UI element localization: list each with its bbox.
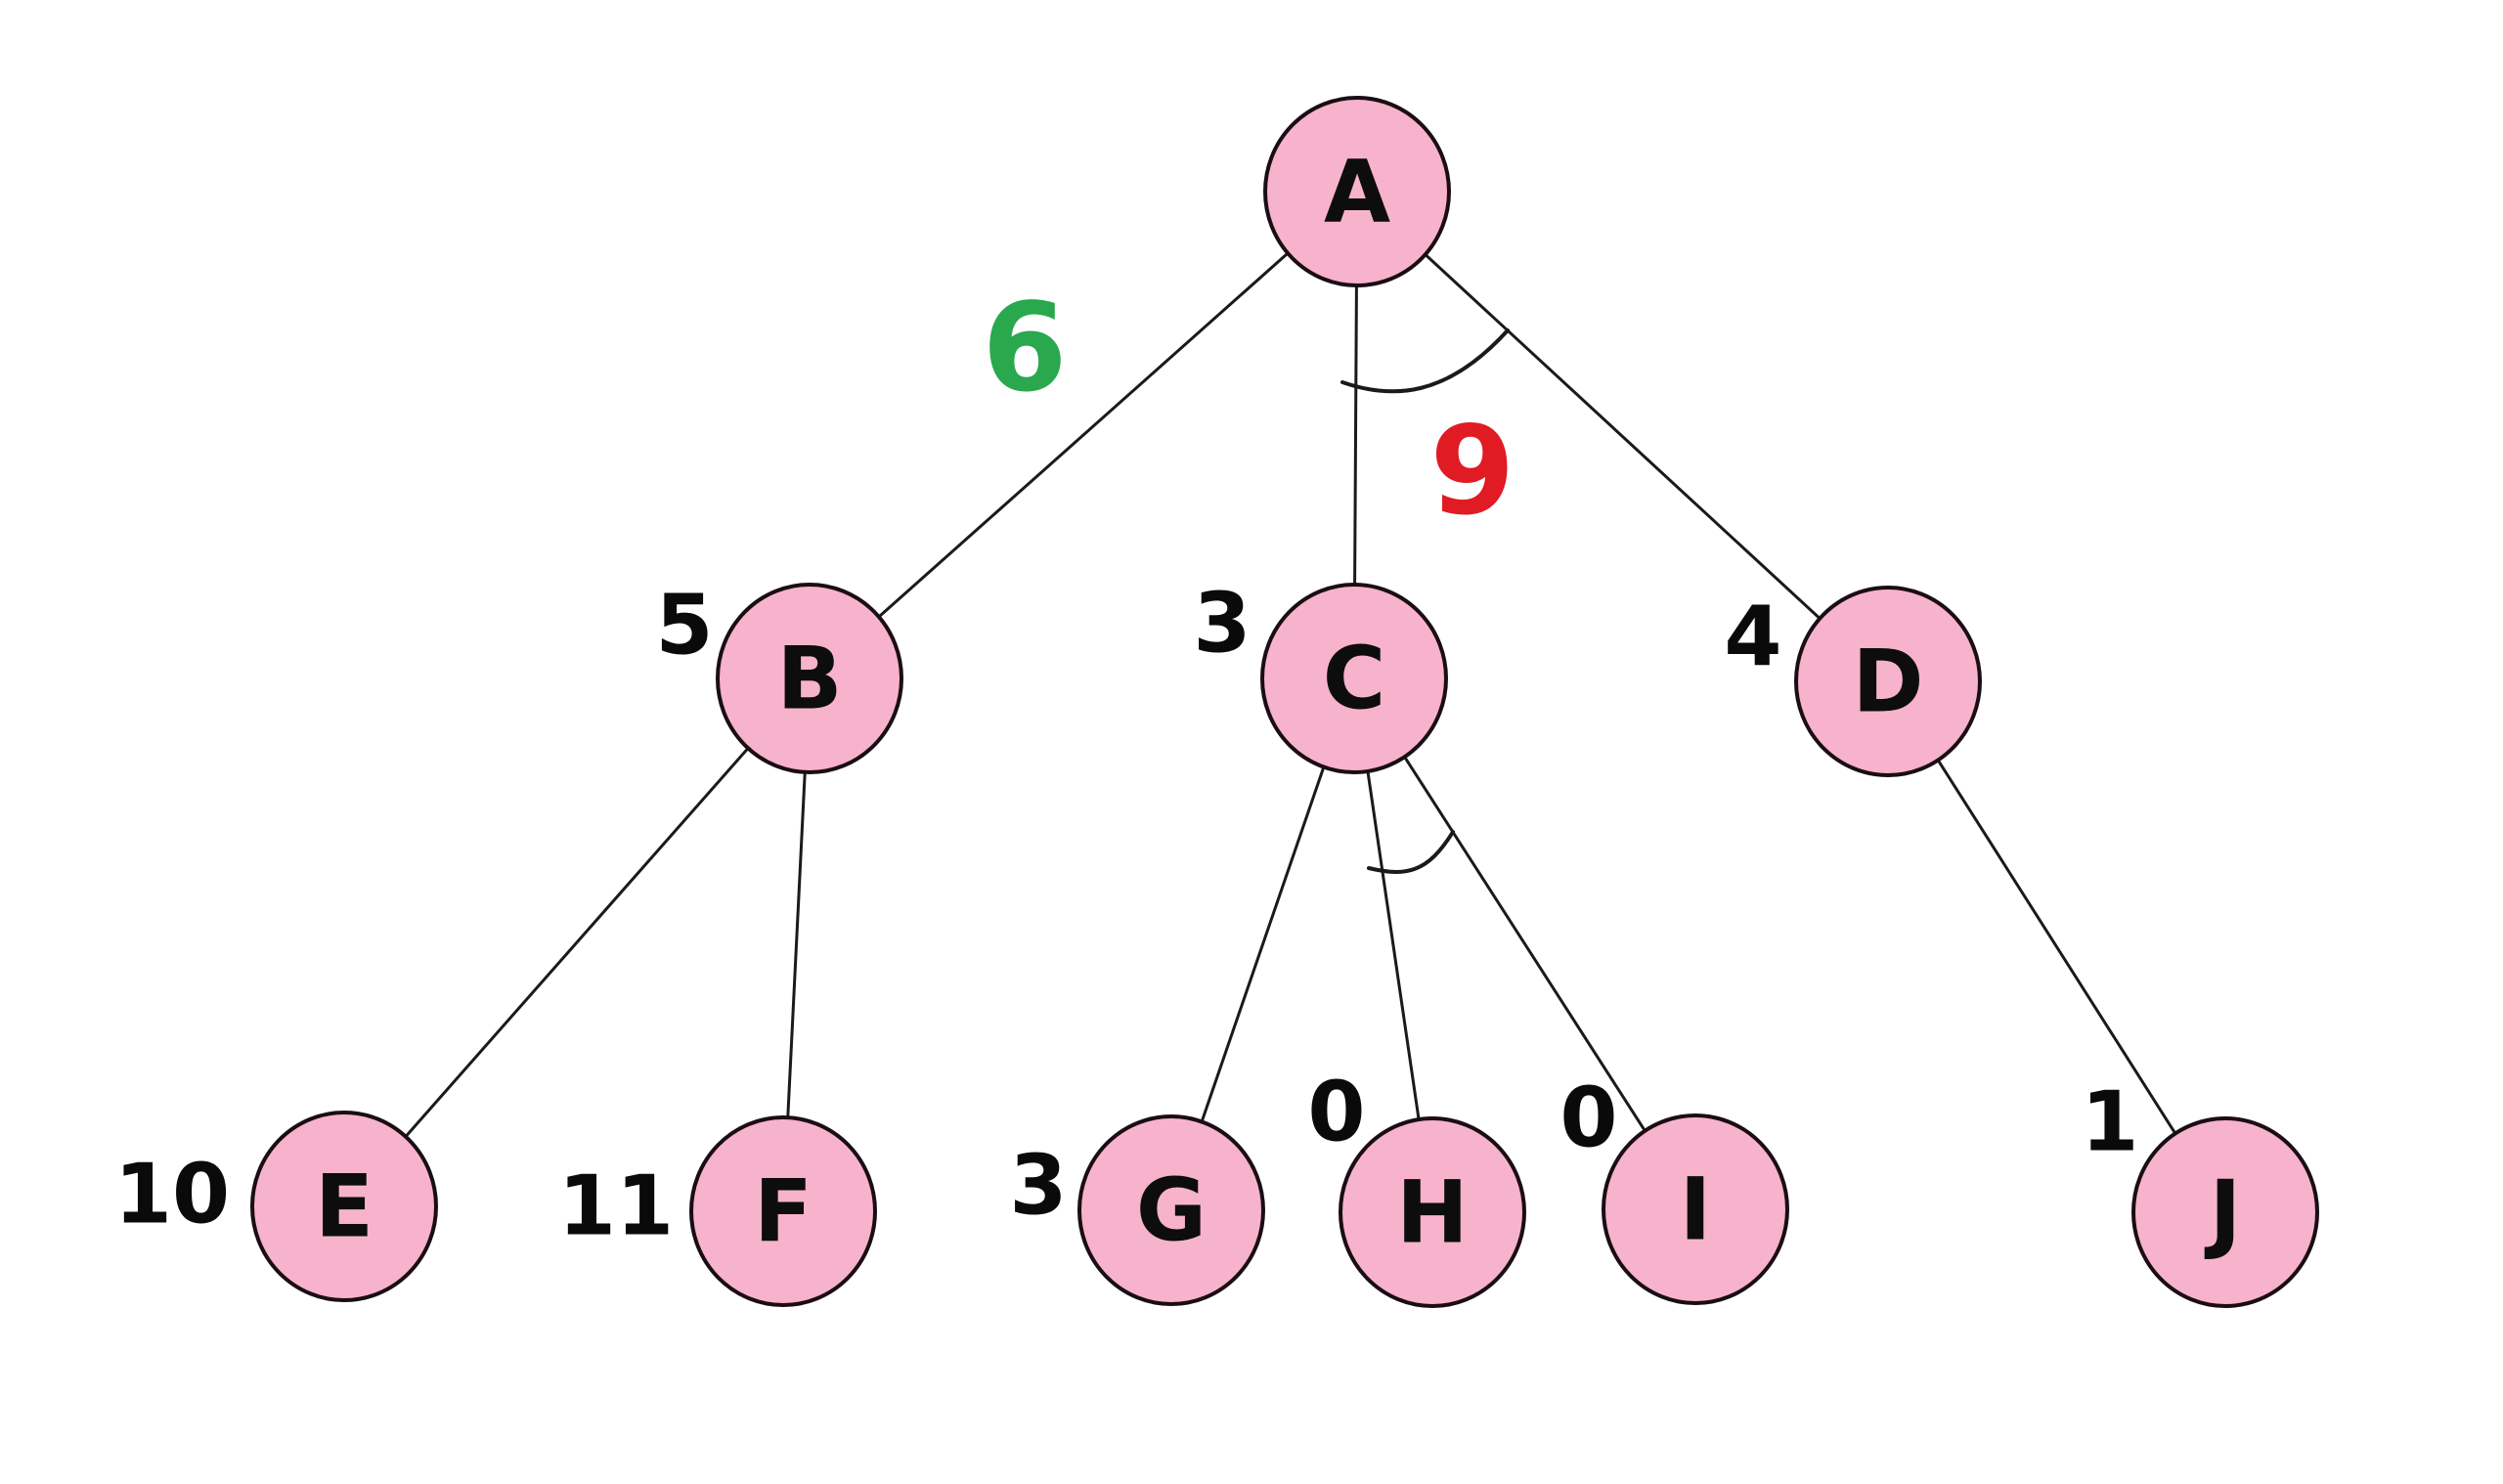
node-badge-G: 3 bbox=[1009, 1138, 1067, 1235]
node-label-I: I bbox=[1680, 1159, 1712, 1260]
node-badge-F: 11 bbox=[558, 1158, 674, 1255]
edge-C-I bbox=[1352, 677, 1697, 1210]
node-circle-G bbox=[1077, 1114, 1265, 1306]
node-label-J: J bbox=[2205, 1162, 2242, 1263]
node-badge-B: 5 bbox=[655, 578, 713, 675]
node-badge-E: 10 bbox=[114, 1147, 230, 1244]
node-circle-H bbox=[1339, 1116, 1526, 1308]
edge-label-6-green: 6 bbox=[983, 278, 1068, 419]
node-label-A: A bbox=[1324, 142, 1390, 242]
node-circle-E bbox=[250, 1111, 438, 1302]
node-circle-F bbox=[689, 1115, 877, 1307]
edge-D-J bbox=[1886, 680, 2227, 1213]
node-circle-A bbox=[1263, 96, 1451, 287]
node-circle-J bbox=[2131, 1116, 2319, 1308]
node-badge-H: 0 bbox=[1307, 1065, 1365, 1161]
node-label-B: B bbox=[776, 629, 842, 729]
node-label-G: G bbox=[1136, 1160, 1207, 1261]
node-badge-J: 1 bbox=[2081, 1074, 2138, 1171]
node-badge-D: 4 bbox=[1724, 589, 1781, 686]
angle-arc-A-between-C-D bbox=[1340, 328, 1510, 394]
node-label-C: C bbox=[1323, 629, 1386, 729]
node-label-H: H bbox=[1396, 1162, 1469, 1263]
node-label-F: F bbox=[754, 1161, 812, 1262]
angle-arc-C-between-H-I bbox=[1367, 830, 1455, 874]
edge-A-D bbox=[1355, 190, 1890, 683]
node-circle-D bbox=[1794, 586, 1982, 777]
node-circle-C bbox=[1260, 583, 1448, 774]
node-label-E: E bbox=[315, 1157, 373, 1257]
edge-B-E bbox=[342, 677, 812, 1207]
node-label-D: D bbox=[1852, 632, 1923, 732]
node-badge-C: 3 bbox=[1193, 576, 1251, 673]
edge-label-9-red: 9 bbox=[1430, 401, 1515, 543]
node-circle-B bbox=[716, 583, 903, 774]
edge-A-B bbox=[809, 190, 1358, 680]
node-badge-I: 0 bbox=[1559, 1070, 1617, 1167]
node-circle-I bbox=[1602, 1113, 1789, 1305]
